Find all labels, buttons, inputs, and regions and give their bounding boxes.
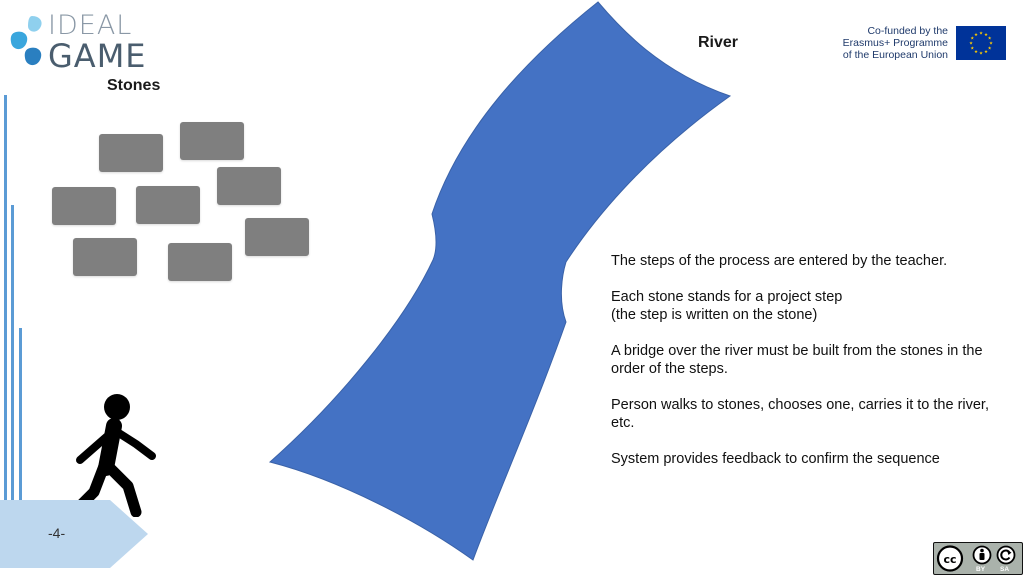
river-heading: River	[698, 34, 739, 51]
stones-heading: Stones	[107, 77, 161, 94]
eu-text-line: Erasmus+ Programme	[842, 37, 948, 49]
cc-logo-icon: cc	[936, 545, 964, 572]
stone[interactable]	[52, 187, 116, 225]
logo-text-game: GAME	[48, 37, 147, 75]
accent-line	[11, 205, 14, 503]
svg-text:★: ★	[970, 46, 974, 52]
accent-line	[4, 95, 7, 503]
svg-text:★: ★	[974, 32, 978, 38]
svg-text:★: ★	[974, 49, 978, 55]
svg-text:★: ★	[988, 36, 992, 42]
walking-person-icon[interactable]	[70, 392, 162, 517]
ideal-game-logo: IDEAL GAME	[8, 10, 148, 74]
svg-text:★: ★	[989, 41, 993, 47]
stone[interactable]	[73, 238, 137, 276]
license-by-label: BY	[976, 566, 986, 573]
stone[interactable]	[217, 167, 281, 205]
stone[interactable]	[180, 122, 244, 160]
license-sa-label: SA	[1000, 566, 1010, 573]
svg-text:★: ★	[988, 46, 992, 52]
page-number: -4-	[48, 525, 66, 541]
description-paragraph: Each stone stands for a project step (th…	[611, 288, 1011, 324]
stone[interactable]	[168, 243, 232, 281]
stone[interactable]	[99, 134, 163, 172]
description-line: Each stone stands for a project step	[611, 289, 843, 305]
description-line: (the step is written on the stone)	[611, 307, 818, 323]
page-number-tab	[0, 500, 148, 568]
creative-commons-icon: cc BY SA	[933, 542, 1023, 575]
share-alike-icon	[996, 545, 1016, 565]
eu-text-line: of the European Union	[842, 49, 948, 61]
description-paragraph: System provides feedback to confirm the …	[611, 451, 940, 467]
svg-text:cc: cc	[943, 553, 956, 566]
svg-text:★: ★	[979, 31, 983, 37]
svg-text:★: ★	[969, 41, 973, 47]
svg-text:★: ★	[984, 49, 988, 55]
svg-text:★: ★	[984, 32, 988, 38]
description-paragraph: The steps of the process are entered by …	[611, 253, 948, 269]
eu-funding-text: Co-funded by the Erasmus+ Programme of t…	[808, 25, 948, 61]
game-description: The steps of the process are entered by …	[611, 252, 1011, 486]
attribution-icon	[972, 545, 992, 565]
eu-flag-icon: ★ ★ ★ ★ ★ ★ ★ ★ ★ ★ ★ ★	[956, 26, 1006, 60]
accent-line	[19, 328, 22, 503]
stone[interactable]	[245, 218, 309, 256]
logo-text-ideal: IDEAL	[48, 10, 133, 41]
stone[interactable]	[136, 186, 200, 224]
svg-text:★: ★	[979, 51, 983, 57]
description-paragraph: A bridge over the river must be built fr…	[611, 343, 983, 377]
eu-text-line: Co-funded by the	[867, 25, 948, 37]
description-paragraph: Person walks to stones, chooses one, car…	[611, 397, 989, 431]
logo-drops-icon	[10, 16, 42, 66]
svg-text:★: ★	[970, 36, 974, 42]
